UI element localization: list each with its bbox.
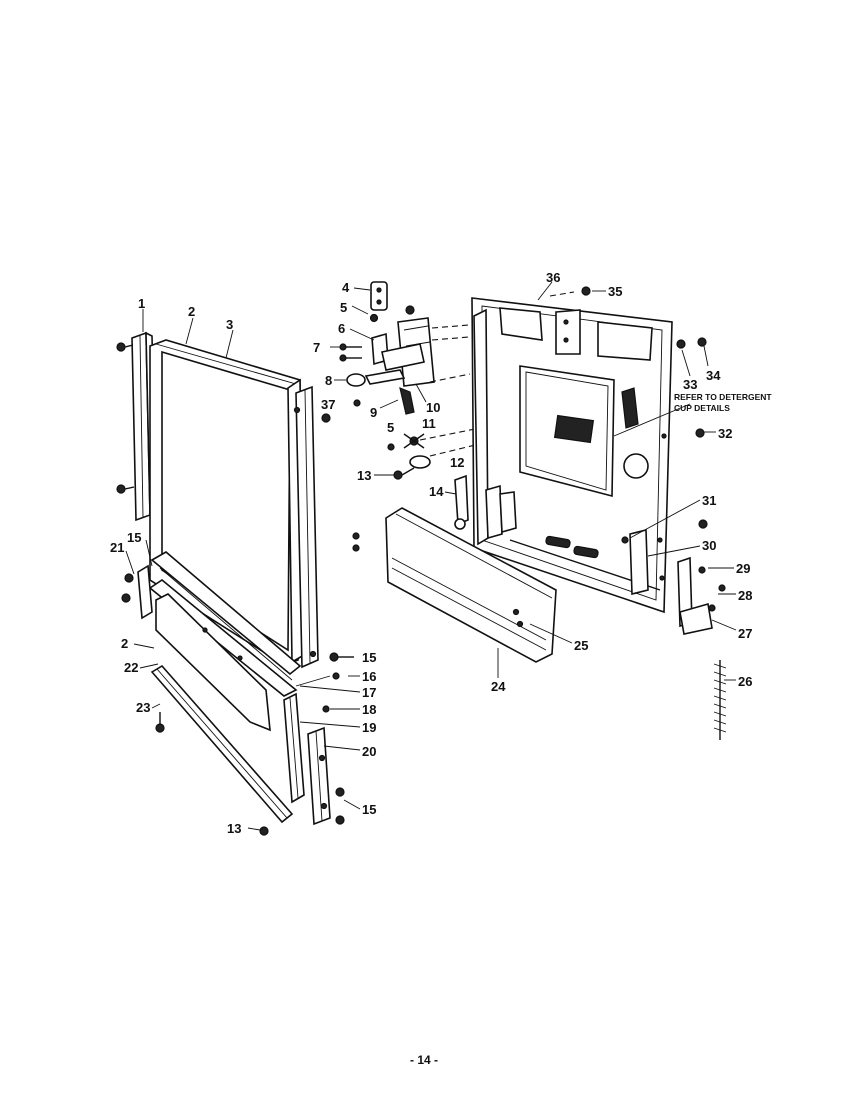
callout-leaders	[125, 281, 737, 831]
callout-13-bottom: 13	[227, 821, 241, 836]
callout-labels: 1 2 3 4 5 6 7 8 9 10 11 5 12 13 14 15 21…	[110, 270, 752, 836]
callout-27: 27	[738, 626, 752, 641]
callout-18: 18	[362, 702, 376, 717]
callout-6: 6	[338, 321, 345, 336]
part-27-hinge-arm	[677, 556, 726, 635]
latch-mechanism	[339, 281, 469, 530]
screw-icon	[321, 413, 354, 662]
part-21-clip	[121, 564, 153, 620]
callout-15-bottom: 15	[362, 802, 376, 817]
callout-35: 35	[608, 284, 622, 299]
callout-19: 19	[362, 720, 376, 735]
callout-1: 1	[138, 296, 145, 311]
callout-17: 17	[362, 685, 376, 700]
callout-29: 29	[736, 561, 750, 576]
small-hardware	[295, 672, 340, 713]
part-23-bottom-rail	[150, 664, 294, 824]
part-19-lower-panel	[283, 692, 305, 804]
page-number: - 14 -	[410, 1053, 438, 1067]
screw-icon	[116, 342, 135, 494]
callout-12: 12	[450, 455, 464, 470]
callout-8: 8	[325, 373, 332, 388]
spring-icon	[713, 660, 727, 740]
part-24-channel	[352, 507, 557, 663]
callout-23: 23	[136, 700, 150, 715]
callout-32: 32	[718, 426, 732, 441]
detergent-cup-note: REFER TO DETERGENT CUP DETAILS	[674, 392, 772, 413]
callout-11: 11	[422, 416, 436, 431]
callout-2-bottom: 2	[121, 636, 128, 651]
screw-icon	[259, 787, 345, 836]
part-36-inner-door-panel	[471, 286, 708, 614]
screw-icon	[581, 286, 708, 529]
callout-9: 9	[370, 405, 377, 420]
callout-21: 21	[110, 540, 124, 555]
callout-5-top: 5	[340, 300, 347, 315]
callout-33: 33	[683, 377, 697, 392]
callout-37: 37	[321, 397, 335, 412]
callout-24: 24	[491, 679, 506, 694]
callout-28: 28	[738, 588, 752, 603]
screw-icon	[339, 343, 362, 362]
callout-34: 34	[706, 368, 721, 383]
part-11-fan	[403, 433, 425, 449]
callout-20: 20	[362, 744, 376, 759]
callout-26: 26	[738, 674, 752, 689]
callout-7: 7	[313, 340, 320, 355]
callout-10: 10	[426, 400, 440, 415]
callout-2-top: 2	[188, 304, 195, 319]
callout-3: 3	[226, 317, 233, 332]
callout-30: 30	[702, 538, 716, 553]
callout-4: 4	[342, 280, 350, 295]
callout-36: 36	[546, 270, 560, 285]
callout-25: 25	[574, 638, 588, 653]
callout-5-mid: 5	[387, 420, 394, 435]
note-line-1: REFER TO DETERGENT	[674, 392, 772, 402]
note-line-2: CUP DETAILS	[674, 403, 730, 413]
callout-15-left: 15	[127, 530, 141, 545]
screw-icon	[352, 532, 360, 552]
part-20-bracket	[259, 726, 345, 836]
callout-22: 22	[124, 660, 138, 675]
callout-13-top: 13	[357, 468, 371, 483]
callout-31: 31	[702, 493, 716, 508]
callout-16: 16	[362, 669, 376, 684]
callout-14: 14	[429, 484, 444, 499]
part-15-side-strip	[293, 385, 354, 669]
part-22-lower-rail	[148, 551, 302, 732]
callout-15-right: 15	[362, 650, 376, 665]
